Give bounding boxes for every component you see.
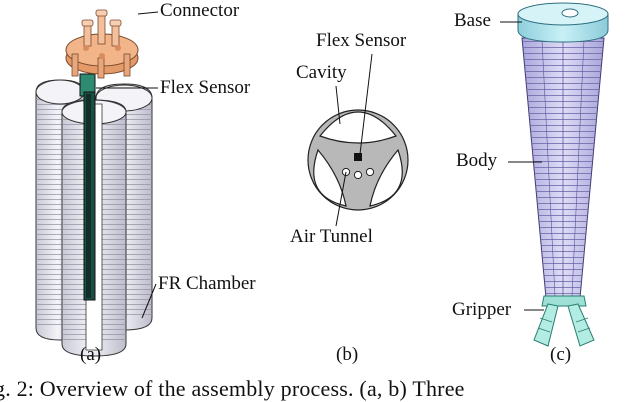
label-cavity: Cavity	[296, 62, 347, 83]
sublabel-c: (c)	[550, 344, 572, 365]
label-air-tunnel: Air Tunnel	[290, 226, 373, 247]
label-gripper: Gripper	[452, 299, 512, 320]
connector-part	[65, 9, 139, 79]
panel-b	[307, 53, 409, 227]
leader-cavity	[335, 85, 341, 125]
panel-a	[35, 9, 159, 357]
label-flex-sensor-b: Flex Sensor	[316, 30, 407, 51]
label-base: Base	[454, 10, 491, 31]
label-fr-chamber: FR Chamber	[158, 273, 256, 294]
panel-c	[500, 2, 609, 347]
flex-sensor-strip	[79, 73, 96, 301]
sublabel-b: (b)	[336, 344, 359, 365]
leader-fr-chamber	[141, 283, 157, 319]
gripper-part	[533, 295, 595, 347]
sublabel-a: (a)	[80, 344, 102, 365]
leader-connector	[137, 11, 159, 15]
leader-air-tunnel	[335, 171, 347, 227]
leader-flex-sensor-b	[359, 53, 373, 155]
base-part	[517, 2, 609, 43]
label-body: Body	[456, 150, 498, 171]
label-connector: Connector	[160, 0, 240, 21]
cross-section	[307, 109, 409, 211]
figure-caption: g. 2: Overview of the assembly process. …	[0, 376, 465, 401]
label-flex-sensor-a: Flex Sensor	[160, 77, 251, 98]
soft-body	[521, 37, 605, 299]
